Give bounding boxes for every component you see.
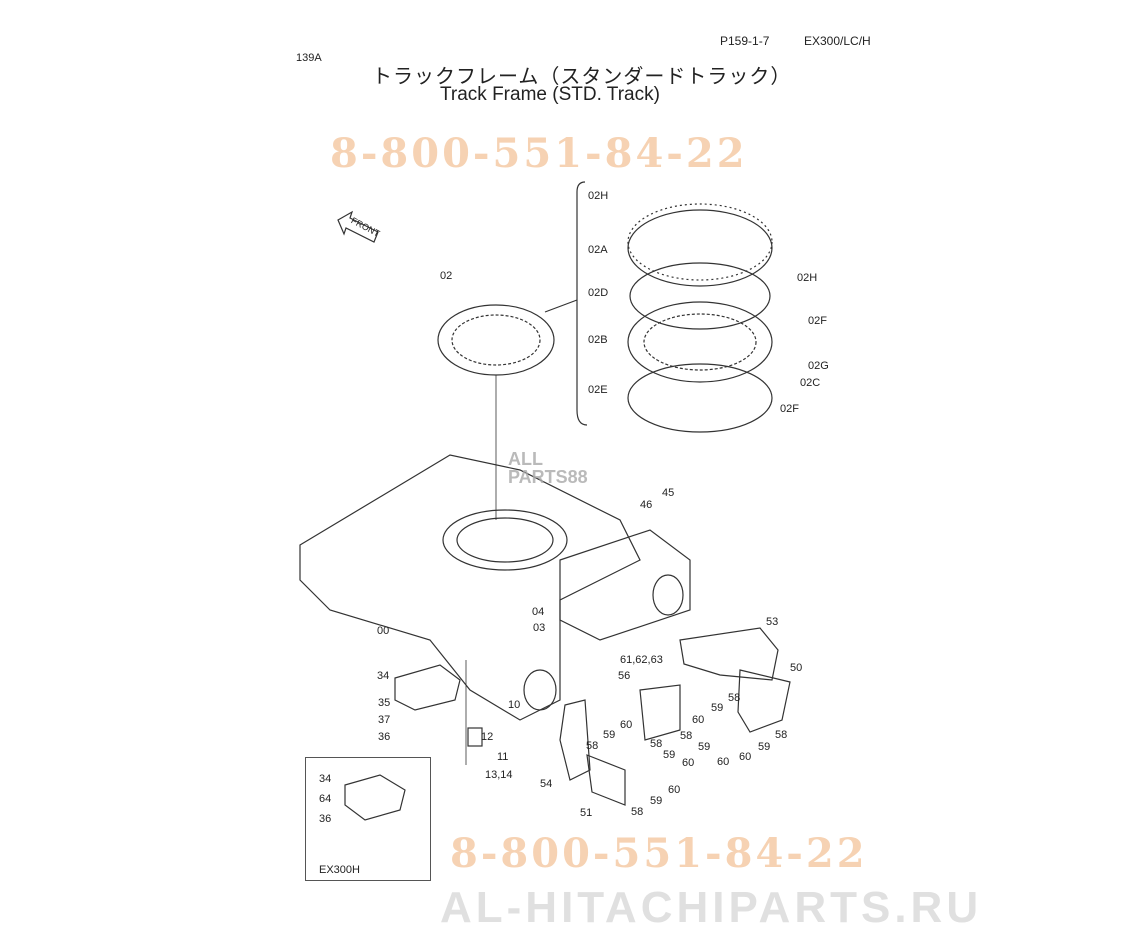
callout: 59 xyxy=(663,749,676,761)
callout: 36 xyxy=(378,731,391,743)
callout: 51 xyxy=(580,807,593,819)
callout: 53 xyxy=(766,616,779,628)
callout: 02F xyxy=(780,403,799,415)
callout: 50 xyxy=(790,662,803,674)
callout: 02B xyxy=(588,334,608,346)
watermark-phone-bottom: 8-800-551-84-22 xyxy=(450,830,868,877)
callout: 59 xyxy=(603,729,616,741)
callout: 13,14 xyxy=(485,769,513,781)
callout: 54 xyxy=(540,778,553,790)
callout: 34 xyxy=(319,773,332,785)
guard-51 xyxy=(586,754,626,806)
callout: 60 xyxy=(717,756,730,768)
callout: 58 xyxy=(728,692,741,704)
callout: 02E xyxy=(588,384,608,396)
title-english: Track Frame (STD. Track) xyxy=(440,84,660,105)
front-arrow xyxy=(337,210,379,243)
callout: 59 xyxy=(758,741,771,753)
callout: 02C xyxy=(800,377,821,389)
callout: 58 xyxy=(680,730,693,742)
page-code: P159-1-7 xyxy=(720,34,770,48)
callout: 60 xyxy=(668,784,681,796)
callout: 59 xyxy=(711,702,724,714)
watermark-phone-top: 8-800-551-84-22 xyxy=(330,130,748,177)
track-frame-00 xyxy=(299,454,641,721)
callout: 10 xyxy=(508,699,521,711)
logo-line1: ALL xyxy=(508,449,543,469)
ring-02A xyxy=(627,209,773,287)
callout: 60 xyxy=(620,719,633,731)
callout: 60 xyxy=(739,751,752,763)
inset-label: EX300H xyxy=(319,864,360,876)
callout: 37 xyxy=(378,714,391,726)
callout: 61,62,63 xyxy=(620,654,663,666)
title-japanese: トラックフレーム（スタンダードトラック） xyxy=(372,66,792,88)
callout: 58 xyxy=(631,806,644,818)
callout: 02A xyxy=(588,244,608,256)
callout: 02D xyxy=(588,287,609,299)
ref-number: 139A xyxy=(296,52,322,64)
logo-line2: PARTS88 xyxy=(508,467,588,487)
callout: 58 xyxy=(650,738,663,750)
callout: 59 xyxy=(650,795,663,807)
callout: 02H xyxy=(797,272,818,284)
callout: 58 xyxy=(775,729,788,741)
callout: 36 xyxy=(319,813,332,825)
swing-circle-mount xyxy=(442,509,568,571)
callout: 02G xyxy=(808,360,829,372)
watermark-site: AL-HITACHIPARTS.RU xyxy=(440,883,983,932)
callout: 04 xyxy=(532,606,545,618)
model-code: EX300/LC/H xyxy=(804,34,871,48)
callout: 56 xyxy=(618,670,631,682)
ring-02B xyxy=(627,301,773,383)
callout: 58 xyxy=(586,740,599,752)
plate-56 xyxy=(639,684,681,741)
callout: 03 xyxy=(533,622,546,634)
callout: 02F xyxy=(808,315,827,327)
ring-02D xyxy=(629,262,771,330)
callout: 02H xyxy=(588,190,609,202)
ring-02E xyxy=(627,363,773,433)
callout: 02 xyxy=(440,270,453,282)
inset-guide-34 xyxy=(344,774,406,821)
callout: 64 xyxy=(319,793,332,805)
callout: 00 xyxy=(377,625,390,637)
callout: 35 xyxy=(378,697,391,709)
ex300h-inset: 34 64 36 EX300H xyxy=(305,757,431,881)
callout: 11 xyxy=(497,751,509,763)
callout: 34 xyxy=(377,670,390,682)
group-bracket xyxy=(576,181,588,426)
callout: 60 xyxy=(682,757,695,769)
guard-50 xyxy=(737,669,791,733)
watermark-logo: ALL PARTS88 xyxy=(508,450,588,486)
guard-54 xyxy=(559,699,591,781)
callout: 59 xyxy=(698,741,711,753)
callout: 45 xyxy=(662,487,675,499)
guard-53 xyxy=(679,627,779,681)
callout: 12 xyxy=(481,731,494,743)
callout: 60 xyxy=(692,714,705,726)
callout: 46 xyxy=(640,499,653,511)
guide-34 xyxy=(394,664,461,711)
